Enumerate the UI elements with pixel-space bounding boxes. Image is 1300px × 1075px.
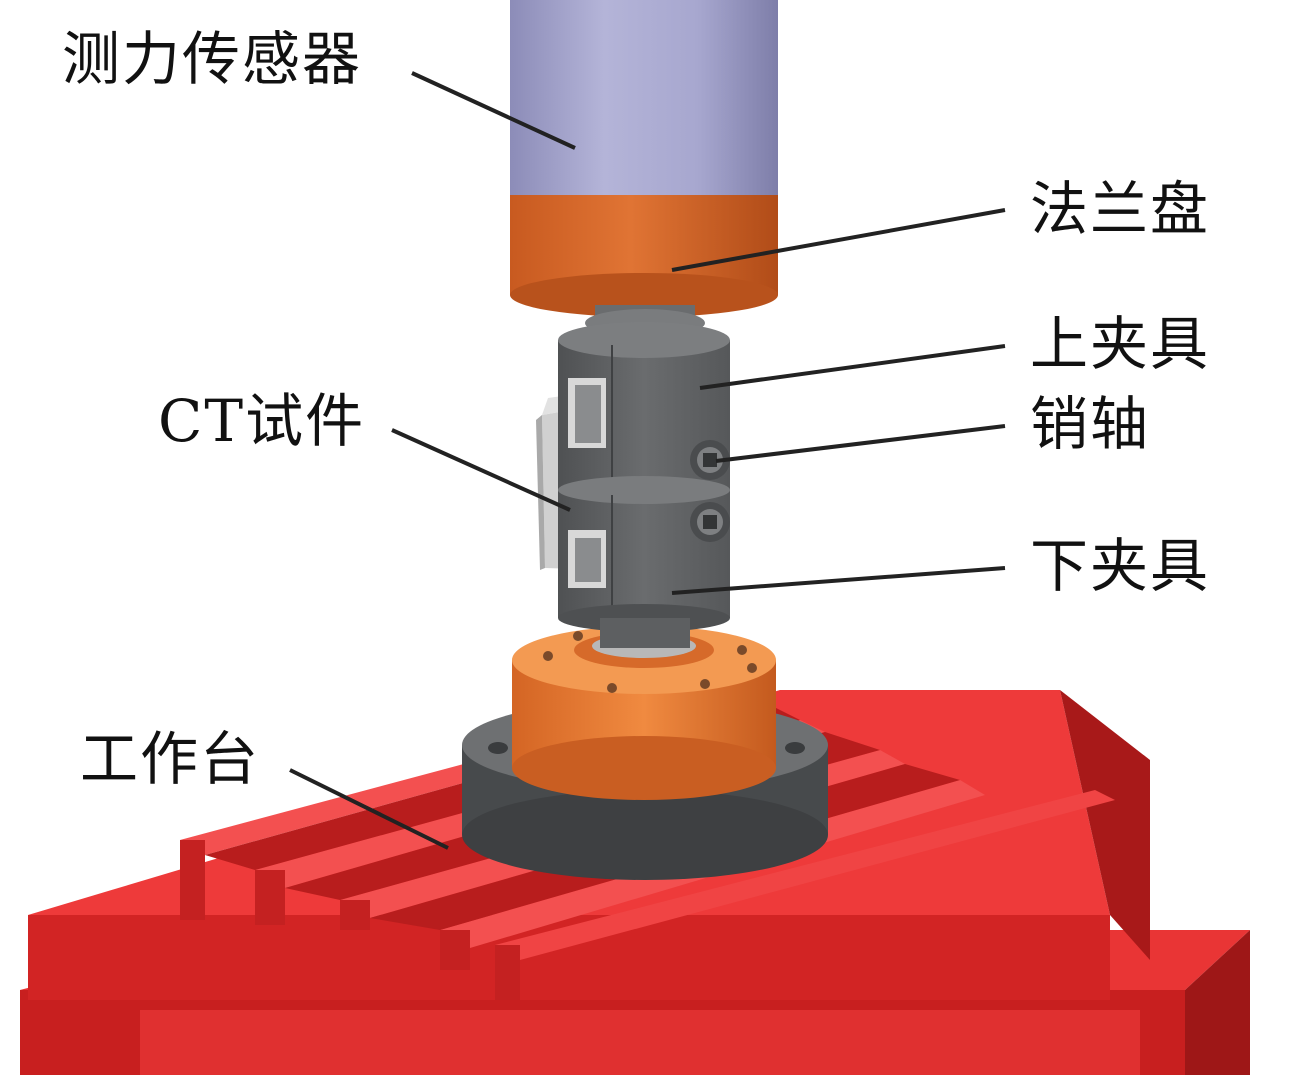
label-flange: 法兰盘 — [1030, 175, 1211, 243]
leader-line-worktable — [289, 768, 449, 850]
leader-line-upper-clamp — [699, 344, 1006, 390]
leader-line-flange — [671, 208, 1006, 272]
leader-line-lower-clamp — [671, 566, 1006, 595]
lower-flange — [512, 626, 776, 800]
label-lower-clamp: 下夹具 — [1030, 532, 1211, 600]
lower-shaft — [600, 618, 690, 648]
load-cell-cylinder — [510, 0, 778, 205]
leader-line-load-cell — [411, 71, 576, 150]
upper-flange — [510, 195, 778, 317]
lower-clamp — [558, 476, 730, 632]
label-upper-clamp: 上夹具 — [1030, 310, 1211, 378]
leader-lines — [289, 71, 1006, 850]
leader-line-ct-specimen — [391, 428, 571, 512]
label-worktable: 工作台 — [80, 725, 261, 793]
label-pin-shaft: 销轴 — [1030, 390, 1151, 458]
label-ct-specimen: CT试件 — [158, 387, 366, 455]
label-load-cell: 测力传感器 — [62, 25, 363, 93]
leader-line-pin-shaft — [715, 424, 1006, 463]
upper-clamp — [558, 322, 730, 490]
